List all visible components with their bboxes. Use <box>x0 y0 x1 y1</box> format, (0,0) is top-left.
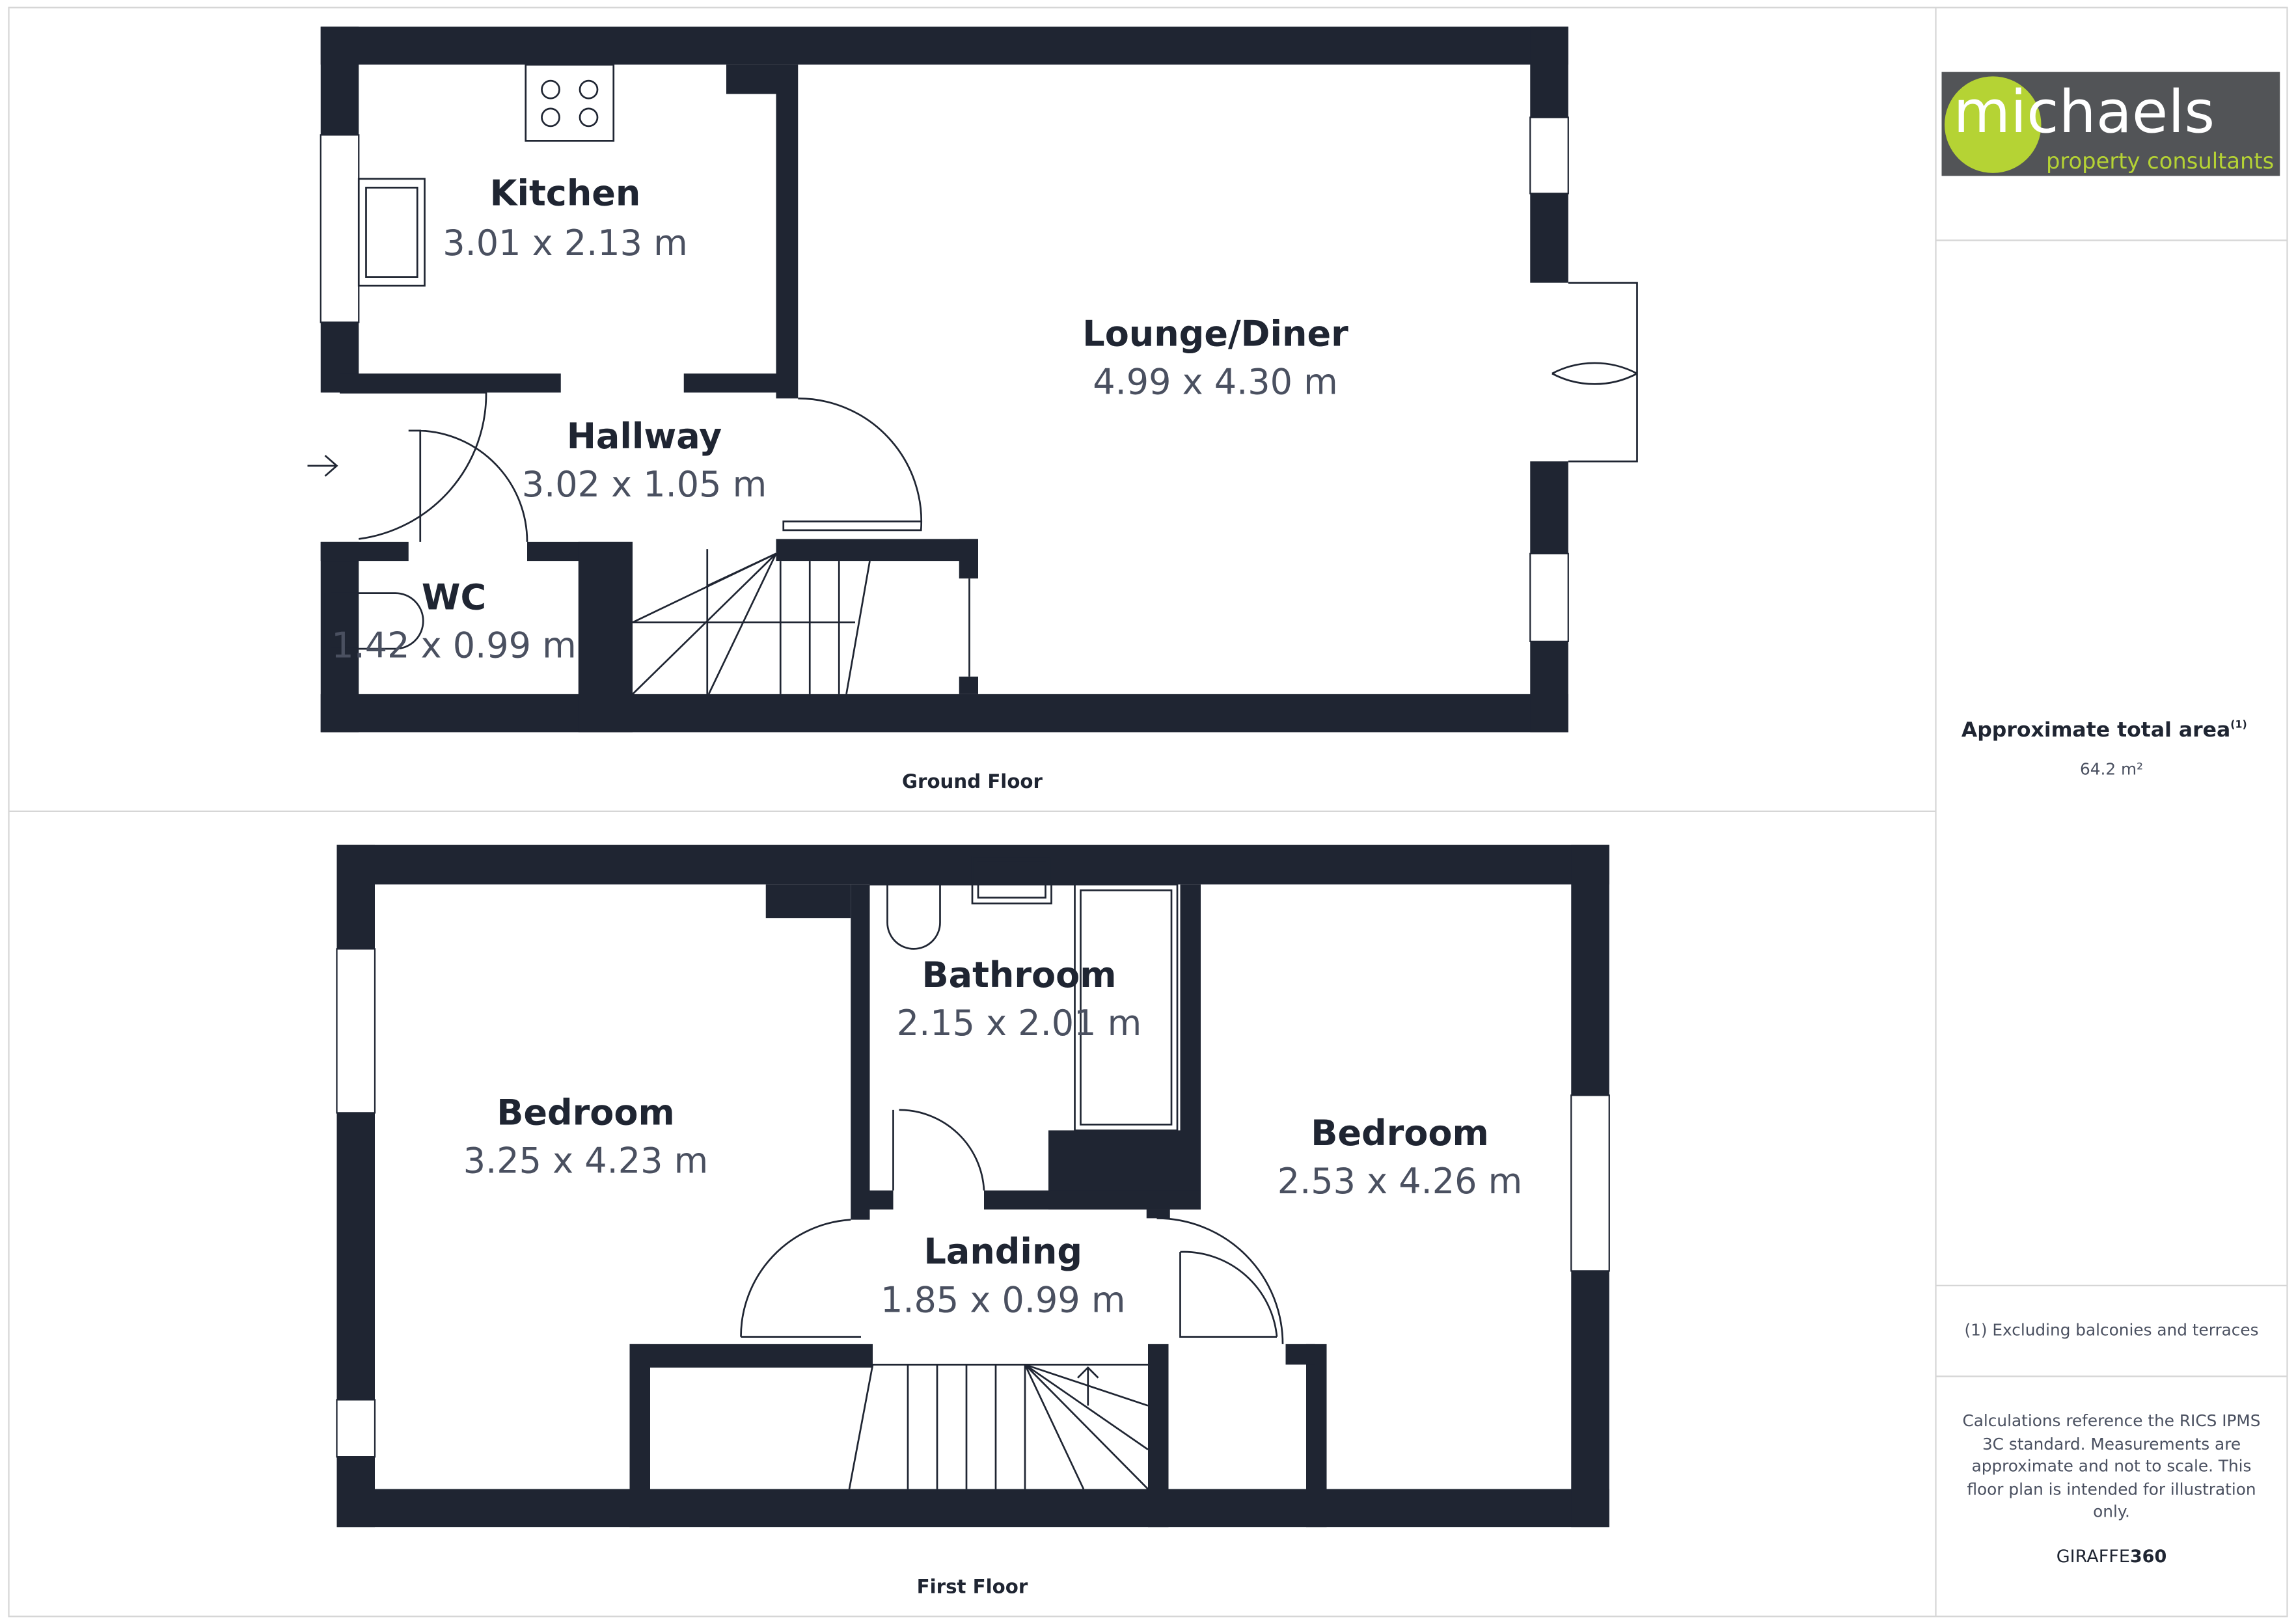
room-landing: Landing 1.85 x 0.99 m <box>881 1231 1126 1320</box>
first-floor-label: First Floor <box>917 1575 1028 1597</box>
stair-direction-arrow-icon <box>1077 1366 1099 1406</box>
area-value: 64.2 m² <box>2080 760 2143 779</box>
staircase <box>848 1364 1149 1490</box>
logo-tagline: property consultants <box>2046 148 2274 174</box>
staircase <box>632 549 970 695</box>
bedroom-door <box>740 1219 861 1338</box>
window <box>336 1399 376 1458</box>
lounge-door <box>782 398 923 532</box>
room-bedroom-2: Bedroom 2.53 x 4.26 m <box>1278 1113 1523 1202</box>
window <box>1570 1094 1610 1272</box>
bedroom-door <box>1156 1217 1284 1344</box>
svg-text:4.99 x 4.30 m: 4.99 x 4.30 m <box>1093 362 1338 403</box>
company-logo: michaels property consultants <box>1941 72 2280 176</box>
svg-text:approximate and not to scale.: approximate and not to scale. This <box>1972 1457 2252 1476</box>
room-kitchen: Kitchen 3.01 x 2.13 m <box>443 172 688 264</box>
svg-text:Approximate total area(1): Approximate total area(1) <box>1961 718 2247 742</box>
disclaimer: Calculations reference the RICS IPMS 3C … <box>1962 1411 2260 1521</box>
svg-text:WC: WC <box>422 576 486 617</box>
svg-text:Lounge/Diner: Lounge/Diner <box>1082 313 1348 354</box>
window <box>320 134 360 323</box>
svg-text:2.53 x 4.26 m: 2.53 x 4.26 m <box>1278 1161 1523 1202</box>
front-door <box>340 392 487 540</box>
room-bedroom-1: Bedroom 3.25 x 4.23 m <box>463 1092 709 1181</box>
hob-icon <box>525 64 615 142</box>
svg-text:Bathroom: Bathroom <box>922 954 1117 995</box>
logo-wordmark: michaels <box>1954 78 2215 146</box>
room-wc: WC 1.42 x 0.99 m <box>331 576 577 666</box>
total-area: Approximate total area(1) 64.2 m² <box>1961 718 2247 779</box>
svg-text:3.25 x 4.23 m: 3.25 x 4.23 m <box>463 1141 709 1182</box>
entrance-arrow-icon <box>307 455 338 477</box>
svg-text:Landing: Landing <box>923 1231 1082 1272</box>
bath-icon <box>1074 884 1179 1131</box>
svg-text:1.42 x 0.99 m: 1.42 x 0.99 m <box>331 625 577 666</box>
area-note-ref: (1) <box>2230 718 2247 731</box>
first-floor-plan <box>336 845 1610 1528</box>
sink-icon <box>357 178 426 287</box>
svg-text:1.85 x 0.99 m: 1.85 x 0.99 m <box>881 1279 1126 1320</box>
footnote: (1) Excluding balconies and terraces <box>1964 1320 2258 1339</box>
window <box>1529 116 1569 195</box>
room-lounge-diner: Lounge/Diner 4.99 x 4.30 m <box>1082 313 1348 402</box>
french-door <box>1551 282 1638 463</box>
toilet-icon <box>324 592 424 650</box>
window <box>1529 552 1569 642</box>
svg-text:only.: only. <box>2093 1502 2130 1521</box>
ground-floor-label: Ground Floor <box>902 770 1043 792</box>
svg-text:Bedroom: Bedroom <box>1311 1113 1489 1154</box>
wc-door <box>408 429 528 542</box>
svg-text:3.01 x 2.13 m: 3.01 x 2.13 m <box>443 223 688 264</box>
giraffe360-brand: GIRAFFE360 <box>2057 1547 2167 1567</box>
svg-text:floor plan is intended for ill: floor plan is intended for illustration <box>1967 1480 2256 1499</box>
svg-text:3C standard. Measurements are: 3C standard. Measurements are <box>1982 1435 2241 1454</box>
bathroom-door <box>892 1109 985 1191</box>
svg-text:Kitchen: Kitchen <box>490 172 641 213</box>
ground-floor-plan <box>307 26 1638 733</box>
basin-icon <box>971 856 1052 904</box>
svg-text:Hallway: Hallway <box>567 416 722 457</box>
svg-text:Bedroom: Bedroom <box>497 1092 675 1133</box>
svg-text:3.02 x 1.05 m: 3.02 x 1.05 m <box>522 464 767 505</box>
room-bathroom: Bathroom 2.15 x 2.01 m <box>897 954 1142 1044</box>
area-label: Approximate total area <box>1961 718 2230 742</box>
svg-text:Calculations reference the RIC: Calculations reference the RICS IPMS <box>1962 1411 2260 1430</box>
toilet-icon <box>886 884 941 950</box>
svg-text:2.15 x 2.01 m: 2.15 x 2.01 m <box>897 1003 1142 1044</box>
room-hallway: Hallway 3.02 x 1.05 m <box>522 416 767 505</box>
window <box>336 948 376 1114</box>
